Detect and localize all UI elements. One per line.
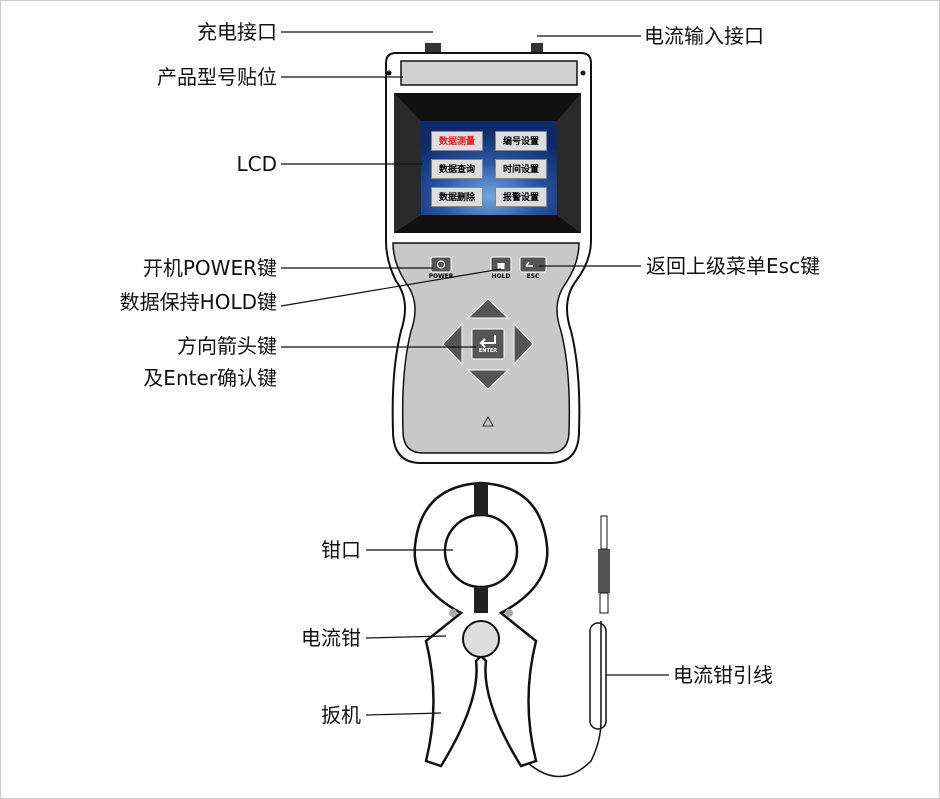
current-input-port: [531, 43, 543, 53]
label-enter-key: 及Enter确认键: [143, 366, 277, 390]
power-button[interactable]: [430, 256, 452, 273]
menu-item-data-delete[interactable]: 数据删除: [431, 187, 483, 207]
hold-key-label: HOLD: [491, 273, 511, 280]
esc-button[interactable]: [519, 256, 547, 273]
power-icon: [436, 260, 446, 269]
label-arrow-keys: 方向箭头键: [177, 334, 277, 358]
label-lcd: LCD: [236, 152, 277, 176]
charge-port: [425, 43, 441, 53]
menu-item-id-settings[interactable]: 编号设置: [495, 131, 547, 151]
arrow-up-button[interactable]: [466, 298, 510, 319]
power-key-label: POWER: [428, 273, 454, 280]
label-esc-key: 返回上级菜单Esc键: [646, 254, 821, 278]
label-clamp-lead: 电流钳引线: [673, 663, 773, 687]
label-charge-port: 充电接口: [197, 20, 277, 44]
warning-icon: [482, 415, 494, 427]
menu-item-alarm-settings[interactable]: 报警设置: [495, 187, 547, 207]
menu-item-data-query[interactable]: 数据查询: [431, 159, 483, 179]
pivot: [462, 620, 500, 658]
label-clamp: 电流钳: [301, 626, 361, 650]
lock-icon: [497, 263, 505, 269]
model-sticker: [400, 60, 578, 86]
label-hold-key: 数据保持HOLD键: [119, 290, 277, 314]
label-model-sticker: 产品型号贴位: [157, 65, 277, 89]
esc-key-label: ESC: [526, 273, 540, 280]
label-trigger: 扳机: [321, 703, 361, 727]
menu-item-time-settings[interactable]: 时间设置: [495, 159, 547, 179]
enter-key-label: ENTER: [478, 348, 498, 354]
menu-item-data-measure[interactable]: 数据测量: [431, 131, 483, 151]
arrow-left-button[interactable]: [442, 322, 463, 366]
arrow-down-button[interactable]: [466, 369, 510, 390]
label-current-input-port: 电流输入接口: [644, 24, 764, 48]
plug: [598, 549, 610, 593]
label-power-key: 开机POWER键: [142, 256, 277, 280]
label-jaw: 钳口: [321, 538, 361, 562]
arrow-right-button[interactable]: [513, 322, 534, 366]
jaw-opening: [443, 513, 519, 589]
lcd-menu: 数据测量 编号设置 数据查询 时间设置 数据删除 报警设置: [431, 131, 547, 207]
enter-icon: [479, 335, 496, 348]
